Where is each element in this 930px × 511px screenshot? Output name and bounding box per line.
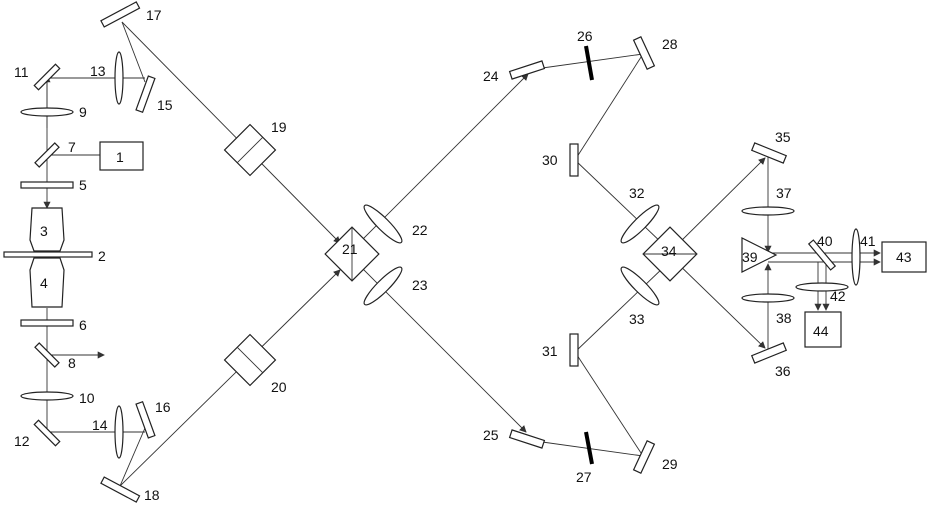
label-41: 41 — [860, 233, 876, 249]
label-24: 24 — [483, 68, 499, 84]
label-18: 18 — [144, 487, 160, 503]
label-38: 38 — [776, 310, 792, 326]
label-15: 15 — [157, 97, 173, 113]
component-15-mirror — [136, 76, 155, 112]
ray-31-34 — [575, 266, 665, 352]
ray-18-21 — [120, 270, 340, 486]
component-14-lens — [115, 406, 123, 458]
label-6: 6 — [79, 317, 87, 333]
label-39: 39 — [742, 249, 758, 265]
label-28: 28 — [662, 36, 678, 52]
component-25-mirror — [510, 430, 545, 448]
label-25: 25 — [483, 427, 499, 443]
component-6-plate — [21, 320, 73, 326]
component-10-lens — [21, 392, 73, 400]
label-44: 44 — [813, 323, 829, 339]
label-32: 32 — [629, 185, 645, 201]
ray-34-36 — [672, 258, 765, 348]
ray-17-21 — [122, 22, 340, 243]
component-9-lens — [21, 108, 73, 116]
label-35: 35 — [775, 129, 791, 145]
label-3: 3 — [40, 223, 48, 239]
label-11: 11 — [14, 64, 29, 80]
component-31-mirror — [570, 334, 578, 366]
component-24-mirror — [510, 61, 545, 79]
component-20-polarizer — [225, 335, 276, 386]
ray-15-17 — [122, 22, 145, 82]
label-29: 29 — [662, 456, 678, 472]
ray-34-35 — [672, 158, 765, 250]
component-35-mirror — [752, 143, 787, 163]
ray-16-18 — [120, 428, 145, 486]
label-30: 30 — [542, 152, 558, 168]
component-22-lens — [360, 201, 405, 246]
components — [4, 2, 926, 502]
ray-30-34 — [575, 160, 665, 246]
label-27: 27 — [576, 469, 592, 485]
component-13-lens — [115, 52, 123, 104]
label-7: 7 — [68, 139, 76, 155]
label-23: 23 — [412, 277, 428, 293]
label-19: 19 — [271, 119, 287, 135]
label-33: 33 — [629, 311, 645, 327]
label-31: 31 — [542, 343, 558, 359]
ray-28-30 — [575, 54, 643, 160]
ray-24-28 — [528, 54, 643, 70]
label-34: 34 — [661, 243, 677, 259]
label-5: 5 — [79, 177, 87, 193]
component-16-mirror — [136, 402, 155, 438]
label-8: 8 — [68, 355, 76, 371]
component-32-lens — [617, 201, 662, 246]
label-14: 14 — [92, 417, 108, 433]
component-2-plate — [4, 252, 92, 257]
label-10: 10 — [79, 390, 95, 406]
label-17: 17 — [146, 7, 162, 23]
component-30-mirror — [570, 144, 578, 176]
ray-25-29 — [528, 440, 643, 456]
component-38-lens — [742, 294, 794, 302]
label-12: 12 — [14, 433, 30, 449]
component-26-thick — [586, 46, 592, 80]
component-41-lens — [852, 229, 860, 285]
label-16: 16 — [155, 399, 171, 415]
label-2: 2 — [98, 248, 106, 264]
label-36: 36 — [775, 363, 791, 379]
label-1: 1 — [116, 149, 124, 165]
component-17-mirror — [101, 2, 140, 27]
component-23-lens — [360, 263, 405, 308]
label-40: 40 — [817, 233, 833, 249]
component-5-plate — [21, 182, 73, 188]
label-26: 26 — [577, 28, 593, 44]
label-42: 42 — [830, 288, 846, 304]
label-9: 9 — [79, 104, 87, 120]
label-43: 43 — [896, 249, 912, 265]
label-13: 13 — [90, 63, 106, 79]
component-33-lens — [617, 263, 662, 308]
label-4: 4 — [40, 275, 48, 291]
label-20: 20 — [271, 379, 287, 395]
component-37-lens — [742, 207, 794, 215]
label-37: 37 — [776, 185, 792, 201]
component-36-mirror — [752, 343, 787, 363]
ray-29-31 — [575, 352, 643, 456]
component-19-polarizer — [225, 125, 276, 176]
label-22: 22 — [412, 222, 428, 238]
label-21: 21 — [342, 241, 358, 257]
component-18-mirror — [101, 477, 140, 502]
